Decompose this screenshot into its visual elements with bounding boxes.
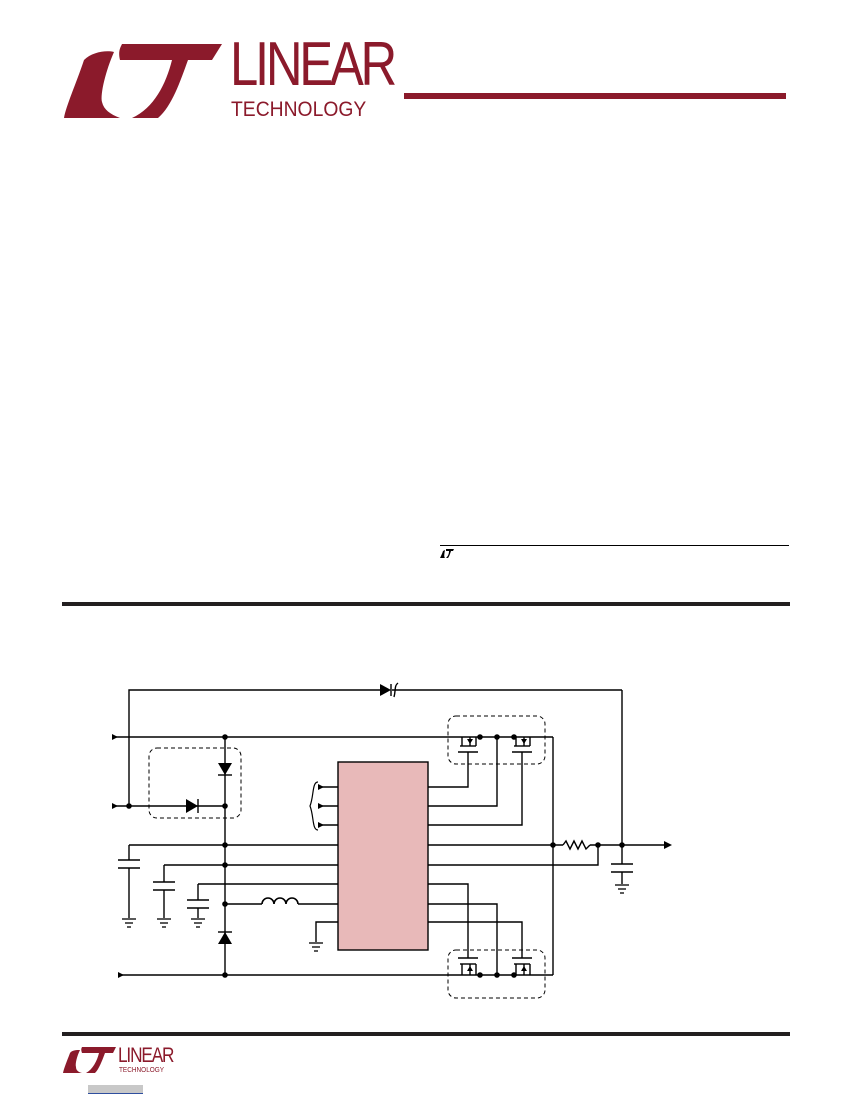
trademark-rule bbox=[440, 545, 789, 546]
junction-dots bbox=[126, 734, 625, 978]
footer-link-underline bbox=[88, 1093, 143, 1094]
ground-icon bbox=[122, 884, 629, 952]
top-loop-wire bbox=[128, 689, 380, 806]
feedback-diode-icon bbox=[380, 684, 391, 696]
footer-lt-logo-icon bbox=[63, 1047, 116, 1073]
diode-or-box bbox=[148, 747, 242, 819]
lt-logo-icon bbox=[64, 44, 222, 118]
footer-rule bbox=[62, 1032, 790, 1036]
mosfet-icon-bottom bbox=[458, 957, 532, 975]
footer-brand-subname: TECHNOLOGY bbox=[119, 1067, 165, 1074]
lt-small-logo-icon bbox=[440, 549, 454, 558]
input-brace bbox=[309, 781, 319, 831]
top-mosfet-box bbox=[447, 715, 546, 765]
diode-up-icon bbox=[218, 932, 232, 944]
output-arrow bbox=[664, 841, 672, 849]
capacitor-group bbox=[118, 859, 633, 918]
resistor-icon bbox=[562, 839, 591, 851]
fuse-icon bbox=[393, 682, 399, 698]
footer-brand-name: LINEAR bbox=[118, 1044, 174, 1067]
bottom-mosfet-box bbox=[447, 949, 546, 999]
section-divider bbox=[62, 602, 790, 606]
inductor-icon bbox=[261, 897, 299, 905]
footer-link[interactable] bbox=[88, 1085, 143, 1094]
controller-ic bbox=[337, 761, 429, 951]
mosfet-icon bbox=[458, 737, 532, 753]
diode-down-icon bbox=[218, 763, 232, 775]
diode-right-icon bbox=[186, 799, 198, 813]
brand-name: LINEAR bbox=[230, 30, 397, 99]
header-rule bbox=[404, 93, 786, 99]
brand-subname: TECHNOLOGY bbox=[231, 98, 367, 121]
